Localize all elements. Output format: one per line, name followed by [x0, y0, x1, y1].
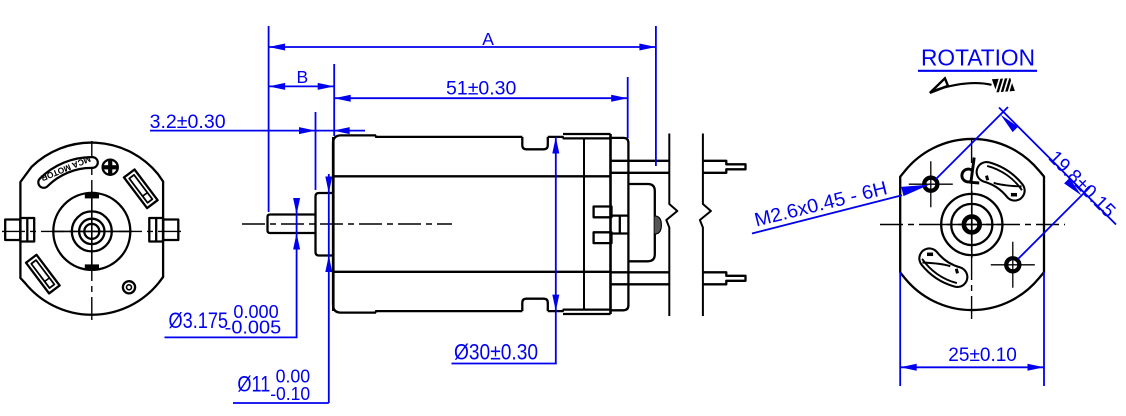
- svg-text:51±0.30: 51±0.30: [446, 77, 517, 99]
- svg-text:Ø3.175: Ø3.175: [169, 308, 229, 333]
- svg-text:0.00: 0.00: [276, 365, 311, 386]
- svg-text:3.2±0.30: 3.2±0.30: [150, 111, 226, 133]
- svg-text:25±0.10: 25±0.10: [948, 344, 1017, 366]
- svg-text:A: A: [482, 29, 494, 49]
- svg-text:-0.005: -0.005: [225, 317, 282, 338]
- svg-text:ROTATION: ROTATION: [921, 45, 1035, 71]
- svg-text:0.000: 0.000: [233, 301, 278, 322]
- svg-text:Ø30±0.30: Ø30±0.30: [454, 340, 538, 365]
- svg-text:-0.10: -0.10: [270, 383, 310, 404]
- svg-text:19.8±0.15: 19.8±0.15: [1044, 146, 1120, 222]
- svg-text:Ø11: Ø11: [237, 372, 270, 397]
- svg-text:B: B: [297, 67, 309, 87]
